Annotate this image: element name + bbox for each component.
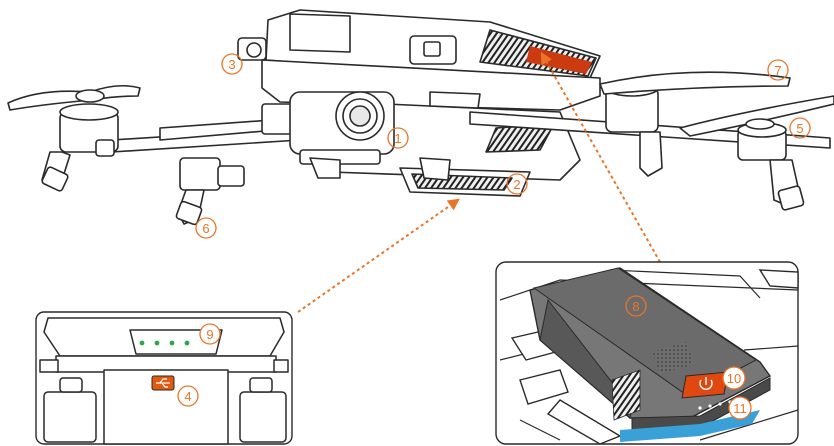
top-shell [265,9,601,79]
status-light-strip [620,410,760,442]
gimbal-camera [289,91,395,165]
drone-callouts [195,53,811,239]
callout-circle-6 [195,217,217,239]
callout-9: 9 [206,327,213,342]
callout-11: 11 [733,401,747,416]
callout-circle-5 [789,117,811,139]
callout-6: 6 [202,221,209,236]
callout-circle-3 [221,53,243,75]
left-rear-arm [159,117,301,226]
callout-circle-9 [199,323,221,345]
left-propeller [7,84,141,111]
callout-circle-8 [625,295,647,317]
callout-circle-10 [722,366,746,390]
callout-3: 3 [228,57,235,72]
callout-2: 2 [513,177,520,192]
usb-icon [156,378,170,388]
front-sensor-3 [237,37,267,61]
pointer-arrows [297,51,661,313]
inset-left: 9 4 [35,311,293,445]
led-3 [169,340,175,346]
battery-level-leds [139,340,190,346]
callout-1: 1 [394,131,401,146]
arrow-to-battery [540,51,661,263]
callout-circle-7 [767,59,789,81]
inset-right: 8 10 11 [495,261,799,445]
power-icon [699,377,713,390]
led-4 [184,340,190,346]
led-1 [139,340,145,346]
callout-circle-4 [177,385,199,407]
led-2 [154,340,160,346]
callout-circle-2 [506,173,528,195]
drone-callout-labels: 1 2 3 5 6 7 [202,57,803,236]
callout-4: 4 [184,389,191,404]
drone-body [7,9,834,226]
callout-circle-11 [728,396,752,420]
callout-7: 7 [774,63,781,78]
callout-10: 10 [727,371,741,386]
callout-circle-1 [387,127,409,149]
callout-8: 8 [632,299,639,314]
arrow-to-bottom [297,198,460,313]
power-button [681,371,729,399]
usb-port [151,375,175,391]
right-propellers [599,71,834,137]
callout-5: 5 [796,121,803,136]
left-front-arm [41,103,301,192]
